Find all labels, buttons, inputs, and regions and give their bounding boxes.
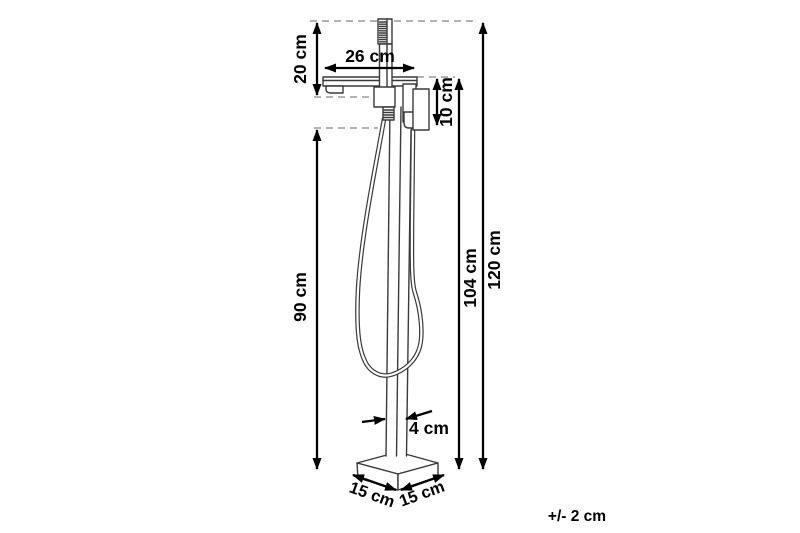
hose-connector-ribs [383, 109, 394, 119]
label-20cm: 20 cm [290, 34, 310, 84]
label-10cm: 10 cm [436, 77, 456, 127]
extension-lines [310, 20, 478, 129]
label-120cm: 120 cm [484, 230, 504, 289]
column-left-edge [385, 106, 391, 457]
label-90cm: 90 cm [290, 272, 310, 322]
arrow-15cm-right [400, 473, 445, 492]
spout-outlet-tip [325, 85, 344, 94]
label-4cm: 4 cm [409, 418, 449, 438]
label-26cm: 26 cm [345, 46, 395, 66]
mixer-body [373, 86, 396, 108]
dimension-labels: 20 cm 26 cm 10 cm 90 cm 104 cm 120 cm 4 … [290, 34, 606, 525]
arrow-4cm-right [405, 409, 433, 421]
valve-front-block [412, 88, 430, 131]
hose-core [356, 117, 423, 377]
column-front-edge [395, 106, 402, 457]
shower-hose [355, 116, 424, 378]
label-104cm: 104 cm [460, 248, 480, 307]
dimension-arrows [312, 22, 488, 492]
hose-connector [382, 106, 395, 121]
spout-arm [322, 76, 418, 87]
arrow-4cm-left [361, 415, 386, 425]
hand-shower-spray-hatch [378, 21, 387, 43]
arrow-15cm-left [352, 473, 397, 492]
label-tolerance: +/- 2 cm [548, 508, 606, 525]
